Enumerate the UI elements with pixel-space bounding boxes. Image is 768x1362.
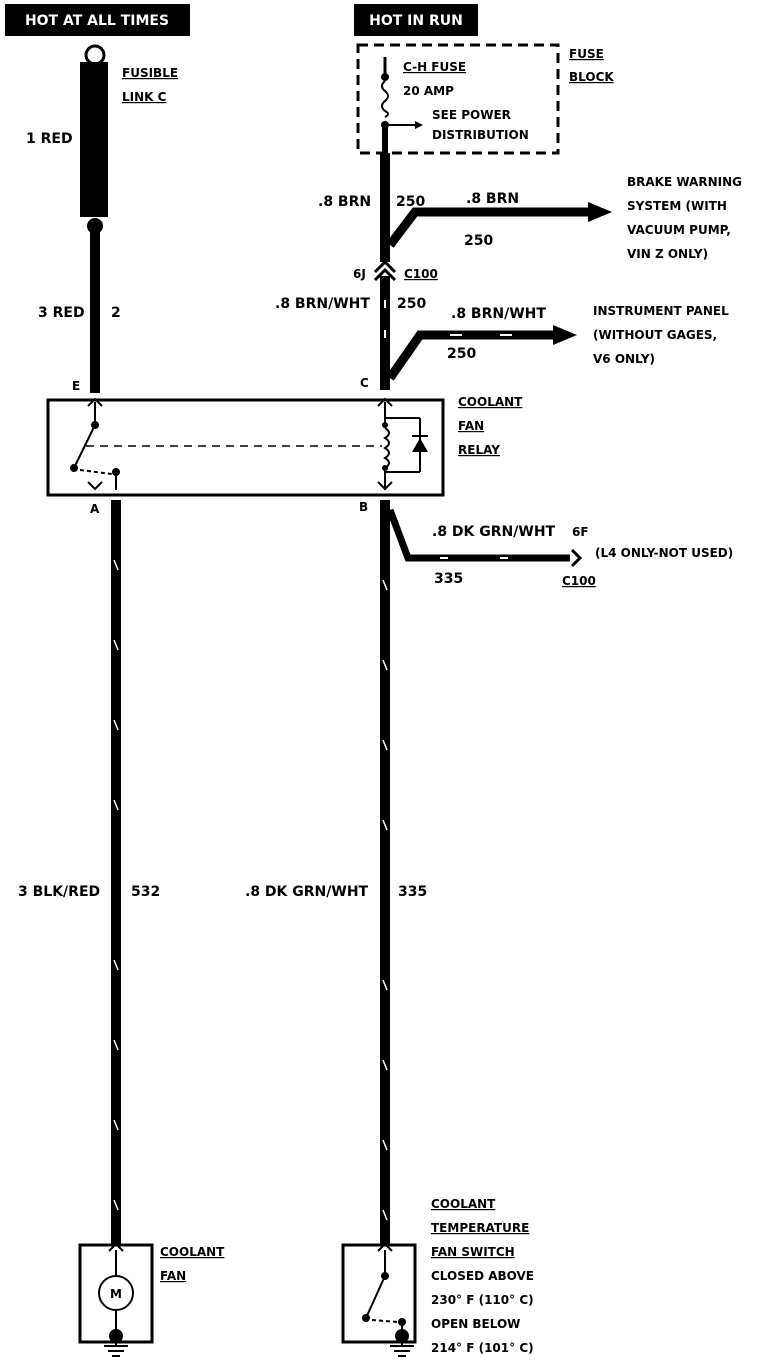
fuse-rating: 20 AMP bbox=[403, 84, 454, 98]
temp-switch-label-2: TEMPERATURE bbox=[431, 1221, 529, 1235]
brake-warning-3: VACUUM PUMP, bbox=[627, 223, 731, 237]
fusible-link-label-2: LINK C bbox=[122, 90, 167, 104]
wire-label-1-red: 1 RED bbox=[26, 131, 73, 147]
ground-icon bbox=[104, 1336, 128, 1357]
wire-label-brn: .8 BRN bbox=[318, 194, 371, 210]
arrow-icon bbox=[553, 325, 577, 345]
c100-upper-pin: 6J bbox=[353, 267, 366, 281]
wire-label-brnwht-branch-circuit: 250 bbox=[447, 346, 476, 362]
arrow-icon bbox=[588, 202, 612, 222]
header-hot-at-all-times: HOT AT ALL TIMES bbox=[5, 4, 190, 36]
fuse-icon bbox=[381, 80, 389, 118]
temp-switch-label-5: 230° F (110° C) bbox=[431, 1293, 534, 1307]
wire-label-brnwht: .8 BRN/WHT bbox=[275, 296, 370, 312]
wire-dk-grn-wht bbox=[380, 500, 390, 1245]
coil-icon bbox=[382, 402, 390, 490]
wire-label-blkred-circuit: 532 bbox=[131, 884, 160, 900]
wire-label-3-red: 3 RED bbox=[38, 305, 85, 321]
wire-label-brn-branch-circuit: 250 bbox=[464, 233, 493, 249]
wire-label-blkred: 3 BLK/RED bbox=[18, 884, 100, 900]
wire-label-dkgrnwht-circuit: 335 bbox=[398, 884, 427, 900]
ground-icon bbox=[390, 1336, 414, 1357]
fusible-link-label-1: FUSIBLE bbox=[122, 66, 178, 80]
relay-label-3: RELAY bbox=[458, 443, 500, 457]
wire-blk-red bbox=[111, 500, 121, 1245]
relay-pin-e: E bbox=[72, 379, 80, 393]
switch-icon bbox=[70, 402, 120, 490]
temp-fan-switch bbox=[341, 1242, 417, 1357]
temp-switch-label-3: FAN SWITCH bbox=[431, 1245, 515, 1259]
header-hot-in-run-text: HOT IN RUN bbox=[369, 13, 463, 29]
temp-switch-label-4: CLOSED ABOVE bbox=[431, 1269, 534, 1283]
header-hot-at-all-times-text: HOT AT ALL TIMES bbox=[25, 13, 169, 29]
c100-lower-label: C100 bbox=[562, 574, 596, 588]
temp-switch-label-6: OPEN BELOW bbox=[431, 1317, 520, 1331]
fuse-name: C-H FUSE bbox=[403, 60, 466, 74]
l4-note: (L4 ONLY-NOT USED) bbox=[595, 546, 733, 560]
header-hot-in-run: HOT IN RUN bbox=[354, 4, 478, 36]
fuse-block bbox=[356, 43, 560, 155]
fuse-note-1: SEE POWER bbox=[432, 108, 511, 122]
wire-label-brnwht-branch: .8 BRN/WHT bbox=[451, 306, 546, 322]
relay-label-2: FAN bbox=[458, 419, 484, 433]
wire-label-3-red-circuit: 2 bbox=[111, 305, 121, 321]
temp-switch-label-1: COOLANT bbox=[431, 1197, 496, 1211]
wire-label-dkgrnwht-branch-circuit: 335 bbox=[434, 571, 463, 587]
wire-label-brn-circuit: 250 bbox=[396, 194, 425, 210]
wire-label-brn-branch: .8 BRN bbox=[466, 191, 519, 207]
fuse-block-label-2: BLOCK bbox=[569, 70, 614, 84]
c100-lower-pin: 6F bbox=[572, 525, 589, 539]
wire-label-dkgrnwht-branch: .8 DK GRN/WHT bbox=[432, 524, 556, 540]
brake-warning-2: SYSTEM (WITH bbox=[627, 199, 727, 213]
fuse-note-2: DISTRIBUTION bbox=[432, 128, 529, 142]
wire-label-brnwht-circuit: 250 bbox=[397, 296, 426, 312]
brake-warning-4: VIN Z ONLY) bbox=[627, 247, 708, 261]
relay-label-1: COOLANT bbox=[458, 395, 523, 409]
diode-icon bbox=[385, 417, 428, 473]
motor-symbol: M bbox=[110, 1287, 122, 1301]
fusible-link-c bbox=[80, 44, 108, 234]
relay-pin-a: A bbox=[90, 502, 100, 516]
c100-upper-label: C100 bbox=[404, 267, 438, 281]
brake-warning-1: BRAKE WARNING bbox=[627, 175, 742, 189]
temp-switch-label-7: 214° F (101° C) bbox=[431, 1341, 534, 1355]
connector-c100-upper bbox=[373, 259, 397, 282]
instrument-panel-3: V6 ONLY) bbox=[593, 352, 655, 366]
coolant-fan-label-2: FAN bbox=[160, 1269, 186, 1283]
instrument-panel-2: (WITHOUT GAGES, bbox=[593, 328, 717, 342]
relay-pin-b: B bbox=[359, 500, 368, 514]
fuse-block-label-1: FUSE bbox=[569, 47, 604, 61]
relay-pin-c: C bbox=[360, 376, 369, 390]
wire-label-dkgrnwht: .8 DK GRN/WHT bbox=[245, 884, 369, 900]
coolant-fan-label-1: COOLANT bbox=[160, 1245, 225, 1259]
coolant-fan-relay bbox=[46, 397, 445, 497]
coolant-fan bbox=[78, 1242, 154, 1357]
instrument-panel-1: INSTRUMENT PANEL bbox=[593, 304, 729, 318]
